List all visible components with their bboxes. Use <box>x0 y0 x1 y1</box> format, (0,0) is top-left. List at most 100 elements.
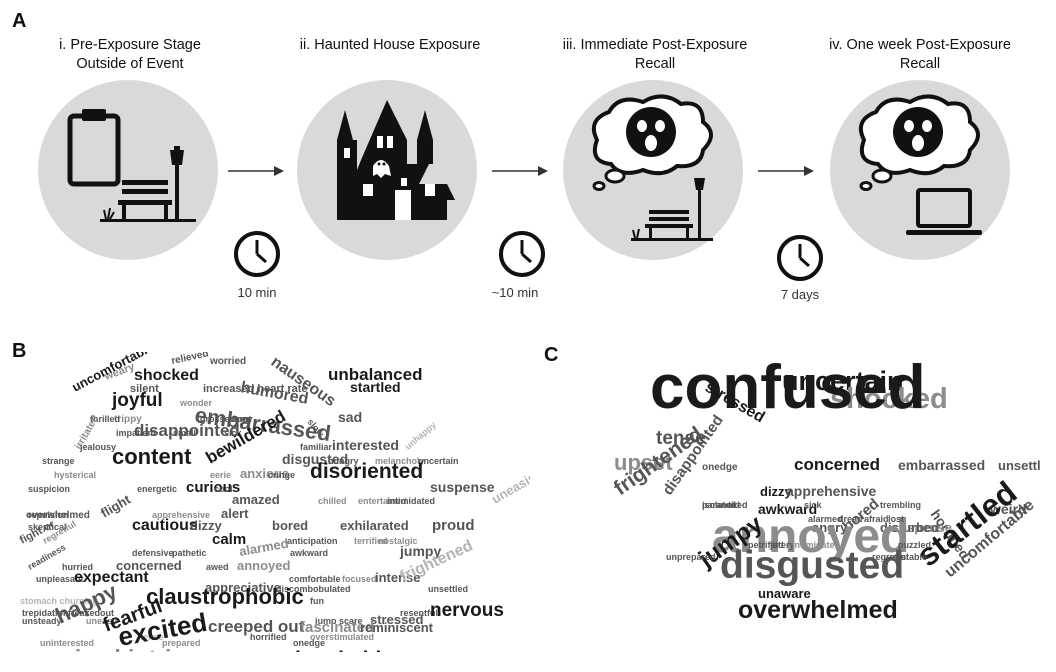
scared-face-icon <box>893 107 943 157</box>
word-stomach-churning: stomach churning <box>20 596 98 606</box>
arrow-right-icon <box>492 164 548 178</box>
word-melancholy: melancholy <box>375 456 425 466</box>
word-jump-scare: jump scare <box>314 616 363 626</box>
word-cringe: cringe <box>268 470 295 480</box>
word-anticipation: anticipation <box>287 536 338 546</box>
word-alert: alert <box>221 506 249 521</box>
stage-2-circle <box>297 80 477 260</box>
word-sick: sick <box>804 500 823 510</box>
word-uncertain: uncertain <box>782 366 904 396</box>
word-small: small <box>173 428 196 438</box>
street-lamp-icon <box>694 178 705 240</box>
word-nervous: nervous <box>430 600 504 621</box>
word-impatient: impatient <box>116 428 156 438</box>
word-repulsion: repulsion <box>28 510 69 520</box>
word-thrilled: thrilled <box>90 414 120 424</box>
word-sad: sad <box>338 409 362 425</box>
word-claustrophobic: claustrophobic <box>146 584 304 609</box>
word-alarmed: alarmed <box>808 514 843 524</box>
word-unsteady: unsteady <box>22 616 62 626</box>
word-freakedout: freakedout <box>68 608 114 618</box>
word-proud: proud <box>432 517 475 534</box>
scared-face-icon <box>626 107 676 157</box>
word-embarrassed: embarrassed <box>898 457 985 473</box>
word-chilled: chilled <box>318 496 347 506</box>
word-hungry: hungry <box>328 456 359 466</box>
word-trepidation: trepidation <box>22 608 69 618</box>
word-discombobulated: discombobulated <box>276 584 351 594</box>
word-upset: upset <box>614 450 673 475</box>
word-disoriented: disoriented <box>310 460 423 483</box>
word-expectant: expectant <box>74 569 149 586</box>
word-entertained: entertained <box>358 496 407 506</box>
stage-2-line1: ii. Haunted House Exposure <box>299 37 481 53</box>
word-trembling: trembling <box>880 500 921 510</box>
word-overwhelmed: overwhelmed <box>26 510 90 521</box>
word-joyful: joyful <box>111 390 163 411</box>
word-disgusted: disgusted <box>282 451 348 467</box>
word-funny: funny <box>228 414 253 424</box>
word-creeped-out: creeped out <box>208 617 305 636</box>
word-trippy: trippy <box>114 414 142 425</box>
stage-label-2: ii. Haunted House Exposure <box>270 36 510 55</box>
word-unsettled: unsettled <box>998 458 1040 473</box>
word-tired: tired <box>728 500 748 510</box>
word-focused: focused <box>342 574 377 584</box>
word-uneasiness: uneasiness <box>489 458 530 506</box>
word-overstimulated: overstimulated <box>310 632 374 642</box>
word-annoyed: annoyed <box>712 510 909 563</box>
word-flight: flight <box>98 491 134 520</box>
stage-4-circle <box>830 80 1010 260</box>
word-onedge: onedge <box>702 462 738 473</box>
word-disgusted: disgusted <box>720 544 904 587</box>
word-intrigue: intrigue <box>128 645 212 652</box>
word-surprised: surprised <box>16 645 121 652</box>
word-familiar: familiar <box>300 442 333 452</box>
panel-letter-a: A <box>12 10 27 32</box>
word-uneasy: uneasy <box>86 616 117 626</box>
word-unhappy: unhappy <box>403 420 438 452</box>
word-weird: weird <box>989 501 1027 517</box>
word-lost: lost <box>888 514 904 524</box>
word-intimidated: intimidated <box>792 540 840 550</box>
word-increased-heart-rate: increased heart rate <box>203 383 308 395</box>
stage-3-line2: Recall <box>634 56 676 72</box>
word-comfortable: comfortable <box>289 574 341 584</box>
word-afraid: afraid <box>864 514 889 524</box>
stage-3-circle <box>563 80 743 260</box>
word-energetic: energetic <box>137 484 177 494</box>
word-uncertain: uncertain <box>418 456 459 466</box>
word-eerie: eerie <box>210 470 231 480</box>
word-awkward: awkward <box>758 501 817 517</box>
word-dizzy: dizzy <box>190 518 223 533</box>
word-skeptical: skeptical <box>28 522 67 532</box>
word-reminiscent: reminiscent <box>360 620 434 635</box>
word-bored: bored <box>272 518 308 533</box>
word-suspicion: suspicion <box>28 484 70 494</box>
word-unbalanced: unbalanced <box>328 365 422 384</box>
word-horrified: horrified <box>250 632 287 642</box>
word-intimidated: intimidated <box>387 496 435 506</box>
arrow-right-icon <box>758 164 814 178</box>
word-dizzy: dizzy <box>760 484 793 499</box>
word-onedge: onedge <box>293 638 325 648</box>
word-tense: tense <box>140 632 164 642</box>
word-hurried: hurried <box>62 562 93 572</box>
word-isolated: isolated <box>702 500 736 510</box>
word-cool: cool <box>214 484 233 494</box>
word-sick: sick <box>224 428 243 438</box>
word-unaware: unaware <box>758 586 811 601</box>
word-strange: strange <box>42 456 75 466</box>
word-jumpy: jumpy <box>399 543 441 559</box>
clock-icon <box>775 233 825 283</box>
word-tense: tense <box>656 428 706 449</box>
word-puzzled: puzzled <box>898 540 931 550</box>
word-calm: calm <box>212 531 246 548</box>
laptop-icon <box>906 188 982 235</box>
interval-label-1: 10 min <box>237 285 277 300</box>
clock-icon <box>232 229 282 279</box>
stage-label-3: iii. Immediate Post-Exposure Recall <box>535 36 775 74</box>
word-concerned: concerned <box>116 558 182 573</box>
panel-letter-c: C <box>544 344 559 366</box>
word-appreciative: appreciative <box>205 580 281 595</box>
